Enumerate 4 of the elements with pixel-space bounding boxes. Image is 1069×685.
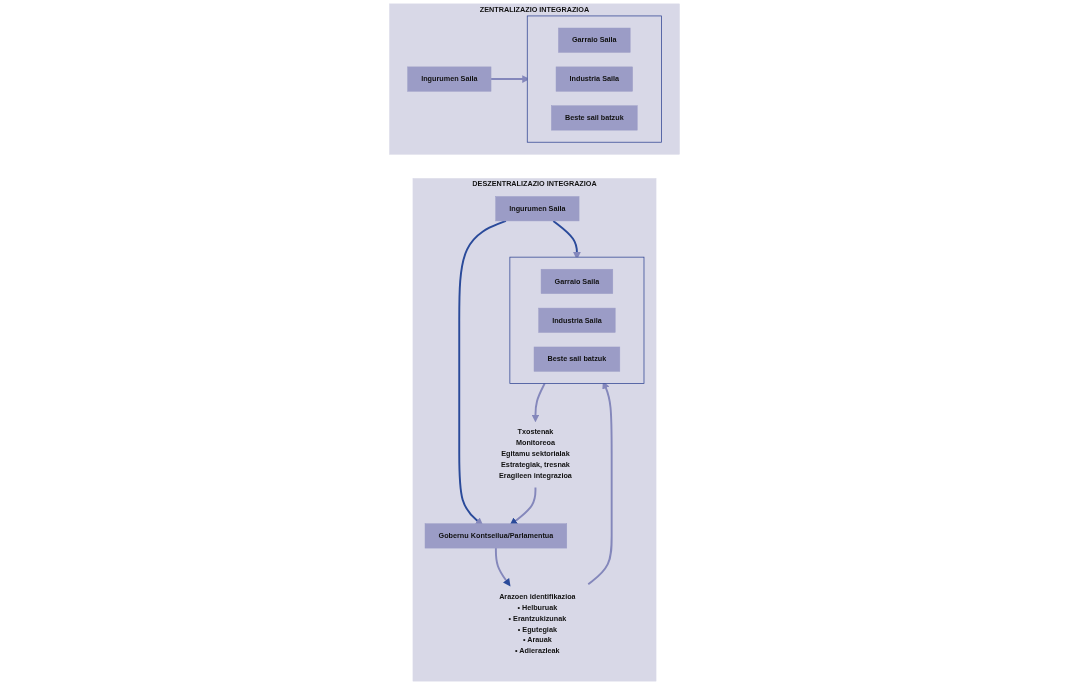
arrow xyxy=(494,547,511,587)
cluster xyxy=(509,256,645,384)
cluster xyxy=(526,15,662,143)
arrow xyxy=(531,382,546,423)
